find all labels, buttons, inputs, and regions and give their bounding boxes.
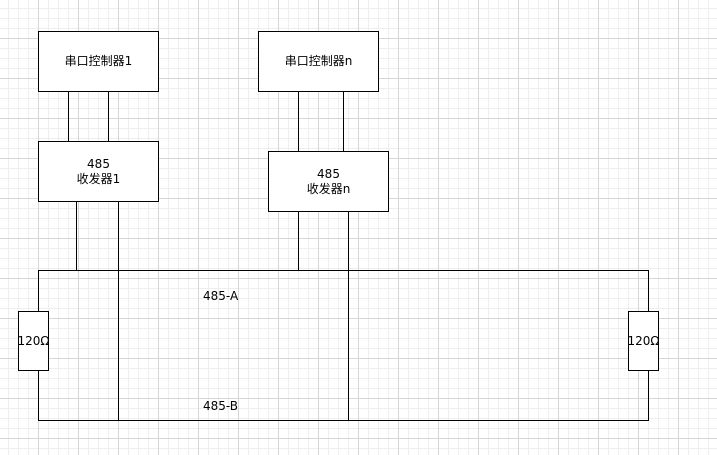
transceiver-n-line2: 收发器n: [306, 181, 351, 196]
serial-controller-1-label: 串口控制器1: [64, 54, 133, 68]
bus-label-a: 485-A: [203, 289, 239, 303]
bus-label-b: 485-B: [203, 399, 239, 413]
transceiver-1-line2: 收发器1: [76, 171, 121, 186]
serial-controller-n-label: 串口控制器n: [284, 54, 353, 68]
transceiver-485-1: 485 收发器1: [38, 141, 159, 202]
terminator-resistor-left: 120Ω: [17, 311, 50, 371]
terminator-resistor-left-label: 120Ω: [17, 333, 50, 348]
serial-controller-1: 串口控制器1: [38, 31, 159, 92]
transceiver-485-n: 485 收发器n: [268, 151, 389, 212]
terminator-resistor-right-label: 120Ω: [627, 333, 660, 348]
serial-controller-n: 串口控制器n: [258, 31, 379, 92]
transceiver-1-line1: 485: [87, 156, 110, 171]
transceiver-n-line1: 485: [317, 166, 340, 181]
terminator-resistor-right: 120Ω: [627, 311, 660, 371]
